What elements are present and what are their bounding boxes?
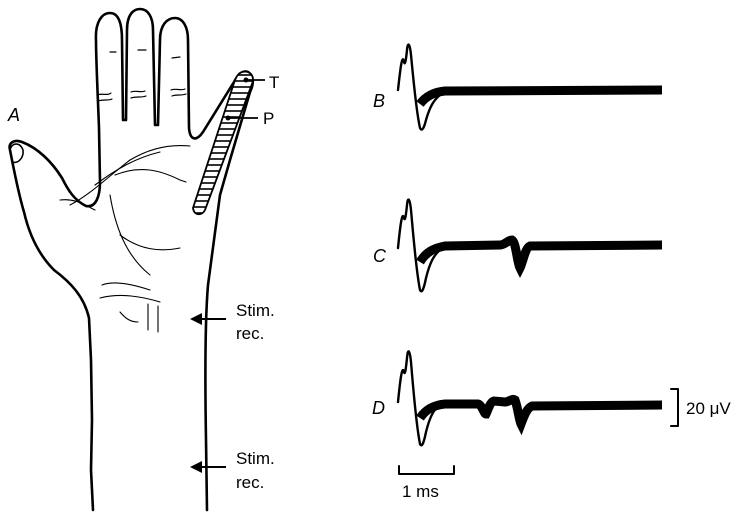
trace-b-artifact (398, 45, 440, 130)
amplitude-scale-label: 20 μV (686, 399, 731, 418)
stim-arrow-forearm (190, 461, 226, 473)
amplitude-scale-bar (671, 389, 678, 426)
panel-label-b: B (373, 91, 385, 111)
trace-b-baseline (420, 90, 662, 104)
stim-label-wrist-line2: rec. (236, 324, 264, 343)
label-t: T (269, 73, 279, 92)
trace-d-artifact (398, 351, 440, 445)
panel-label-c: C (373, 246, 387, 266)
stim-arrow-wrist (190, 313, 226, 325)
palm-lines (60, 146, 190, 332)
time-scale-bar (399, 466, 454, 474)
stim-label-forearm-line1: Stim. (236, 449, 275, 468)
label-p: P (263, 109, 274, 128)
trace-c (398, 200, 662, 292)
hand-illustration (10, 9, 265, 510)
trace-d-baseline (420, 399, 662, 424)
trace-d (398, 351, 662, 445)
time-scale-label: 1 ms (402, 482, 439, 501)
panel-label-d: D (372, 398, 385, 418)
hatched-digit-strip (193, 72, 253, 215)
trace-c-baseline (420, 240, 662, 268)
trace-b (398, 45, 662, 130)
t-dot (244, 78, 249, 83)
p-dot (226, 116, 231, 121)
stim-label-forearm-line2: rec. (236, 473, 264, 492)
panel-label-a: A (7, 105, 20, 125)
hand-outline (10, 9, 253, 510)
stim-label-wrist-line1: Stim. (236, 301, 275, 320)
